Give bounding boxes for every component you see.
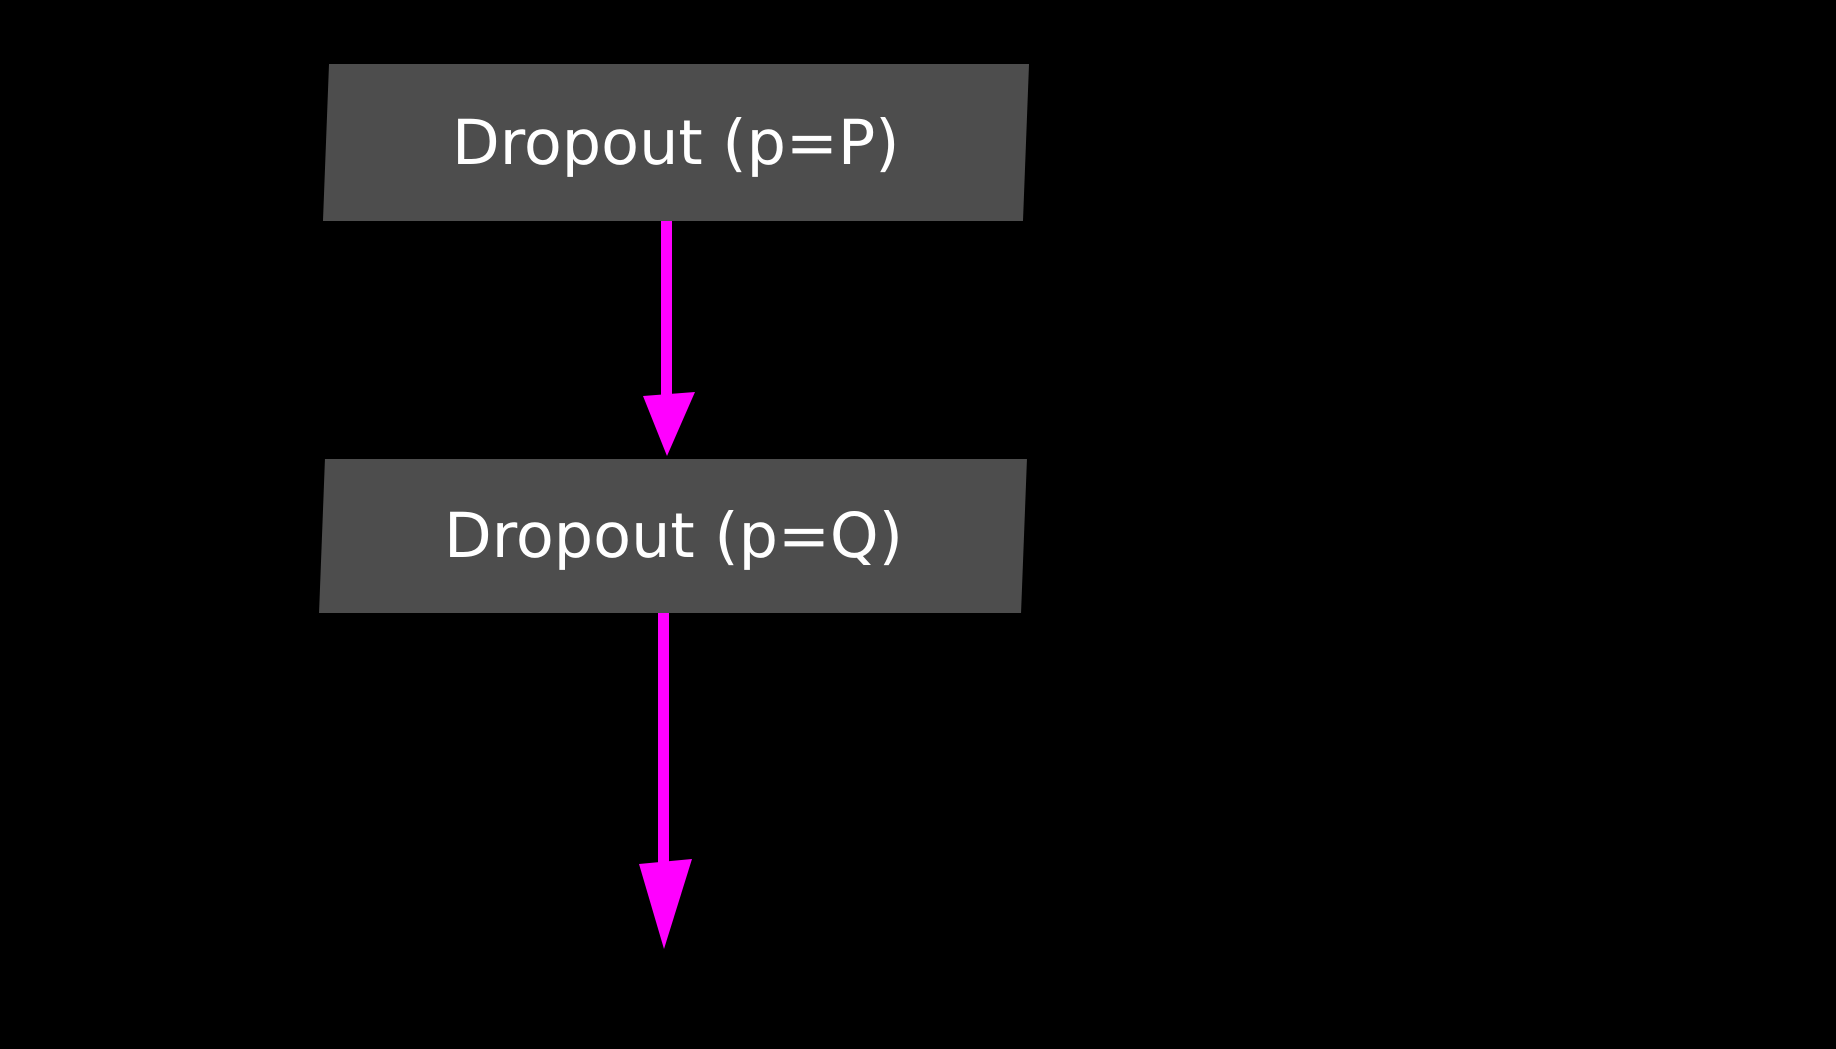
edge-dropout-q-to-output[interactable] xyxy=(639,611,692,949)
edge-dropout-p-to-dropout-q[interactable] xyxy=(643,219,695,456)
arrowhead-icon xyxy=(639,859,692,949)
graph-node-dropout-q[interactable]: Dropout (p=Q) xyxy=(319,459,1027,613)
graph-node-dropout-p[interactable]: Dropout (p=P) xyxy=(322,64,1030,221)
graph-node-label: Dropout (p=P) xyxy=(452,105,900,179)
arrowhead-icon xyxy=(643,392,695,456)
edge-line xyxy=(658,611,669,867)
edge-line xyxy=(661,219,672,400)
graph-node-label: Dropout (p=Q) xyxy=(443,499,903,572)
